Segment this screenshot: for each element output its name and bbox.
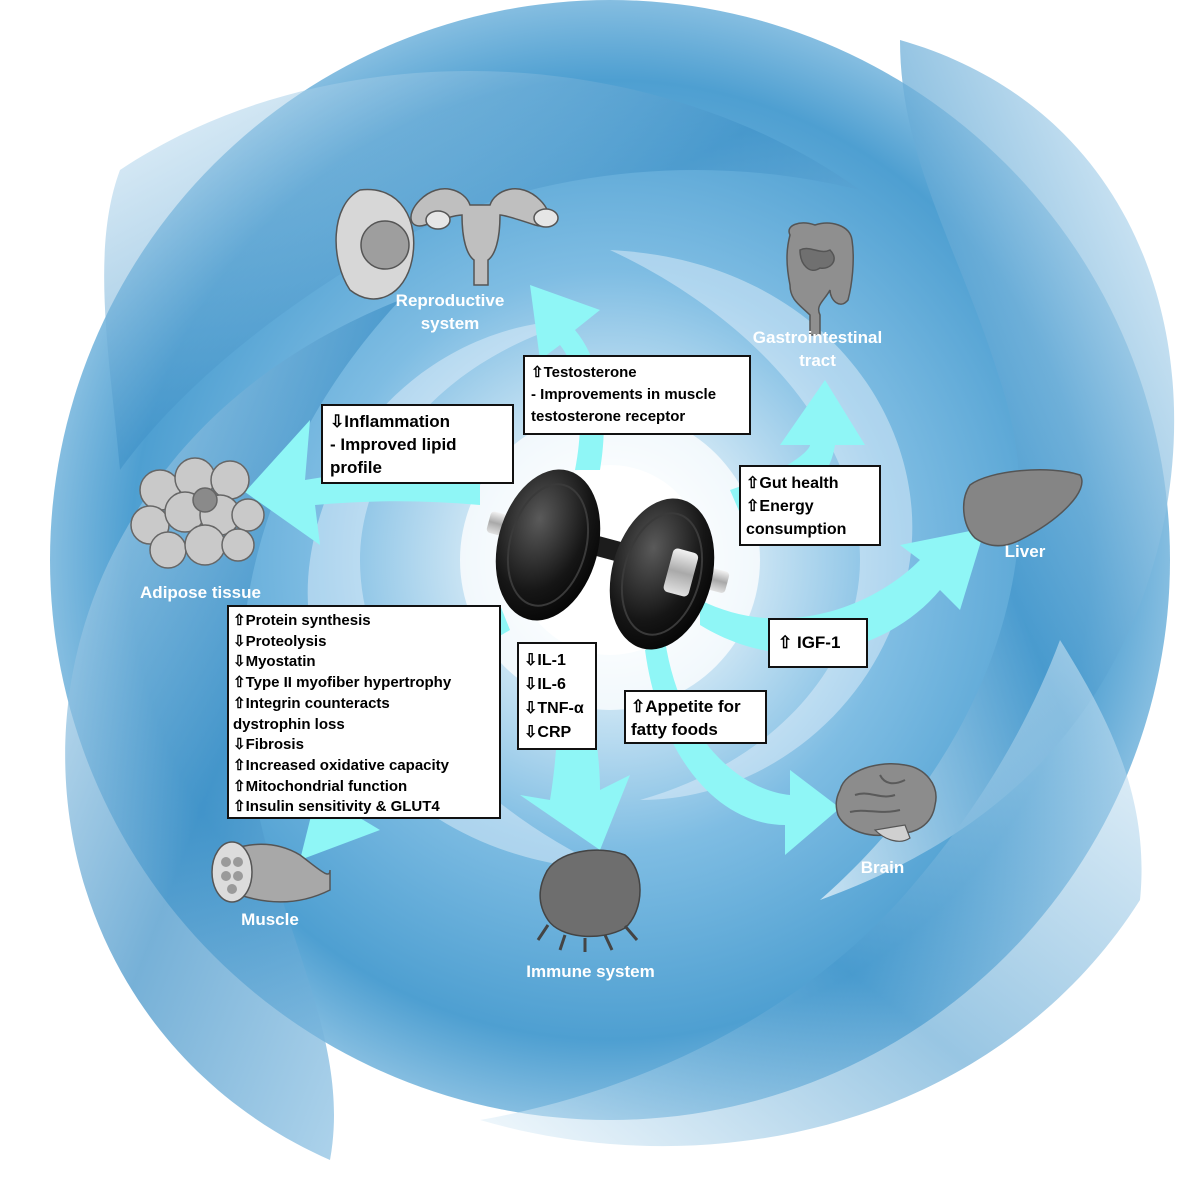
label-liver: Liver	[985, 540, 1065, 563]
effect-text: ⇧Gut health	[746, 472, 874, 495]
effect-text: testosterone receptor	[531, 406, 743, 428]
label-line: Gastrointestinal	[753, 328, 882, 347]
effect-text: ⇧Increased oxidative capacity	[233, 756, 495, 777]
label-adipose-tissue: Adipose tissue	[118, 581, 283, 604]
effect-box-brain: ⇧Appetite for fatty foods	[624, 690, 767, 744]
label-line: system	[421, 314, 480, 333]
effect-text: - Improved lipid	[330, 433, 505, 456]
label-reproductive-system: Reproductive system	[375, 289, 525, 335]
effect-text: ⇧Integrin counteracts	[233, 694, 495, 715]
label-immune-system: Immune system	[503, 960, 678, 983]
label-line: tract	[799, 351, 836, 370]
effect-box-reproductive: ⇧Testosterone - Improvements in muscle t…	[523, 355, 751, 435]
effect-text: ⇧Protein synthesis	[233, 611, 495, 632]
effect-text: ⇧ IGF-1	[778, 631, 858, 655]
label-gastrointestinal-tract: Gastrointestinal tract	[735, 326, 900, 372]
effect-text: ⇩CRP	[524, 721, 590, 745]
effect-text: ⇩IL-6	[524, 673, 590, 697]
effect-text: ⇧Insulin sensitivity & GLUT4	[233, 797, 495, 818]
effect-text: ⇧Type II myofiber hypertrophy	[233, 673, 495, 694]
effect-text: fatty foods	[631, 718, 760, 741]
effect-text: ⇩IL-1	[524, 649, 590, 673]
fat-cells-icon	[131, 458, 264, 568]
effect-box-liver: ⇧ IGF-1	[768, 618, 868, 668]
effect-text: ⇩Inflammation	[330, 410, 505, 433]
effect-text: ⇧Testosterone	[531, 362, 743, 384]
effect-text: ⇩Proteolysis	[233, 632, 495, 653]
label-brain: Brain	[840, 856, 925, 879]
effect-text: - Improvements in muscle	[531, 384, 743, 406]
effect-text: ⇩Myostatin	[233, 652, 495, 673]
label-line: Reproductive	[396, 291, 505, 310]
effect-text: ⇧Appetite for	[631, 695, 760, 718]
effect-text: ⇧Energy	[746, 495, 874, 518]
effect-text: dystrophin loss	[233, 715, 495, 736]
effect-text: ⇧Mitochondrial function	[233, 777, 495, 798]
effect-text: consumption	[746, 518, 874, 541]
effect-box-immune: ⇩IL-1 ⇩IL-6 ⇩TNF-α ⇩CRP	[517, 642, 597, 750]
effect-text: profile	[330, 456, 505, 479]
effect-text: ⇩Fibrosis	[233, 735, 495, 756]
effect-box-muscle: ⇧Protein synthesis ⇩Proteolysis ⇩Myostat…	[227, 605, 501, 819]
effect-box-gut: ⇧Gut health ⇧Energy consumption	[739, 465, 881, 546]
effect-text: ⇩TNF-α	[524, 697, 590, 721]
effect-box-adipose: ⇩Inflammation - Improved lipid profile	[321, 404, 514, 484]
label-muscle: Muscle	[220, 908, 320, 931]
